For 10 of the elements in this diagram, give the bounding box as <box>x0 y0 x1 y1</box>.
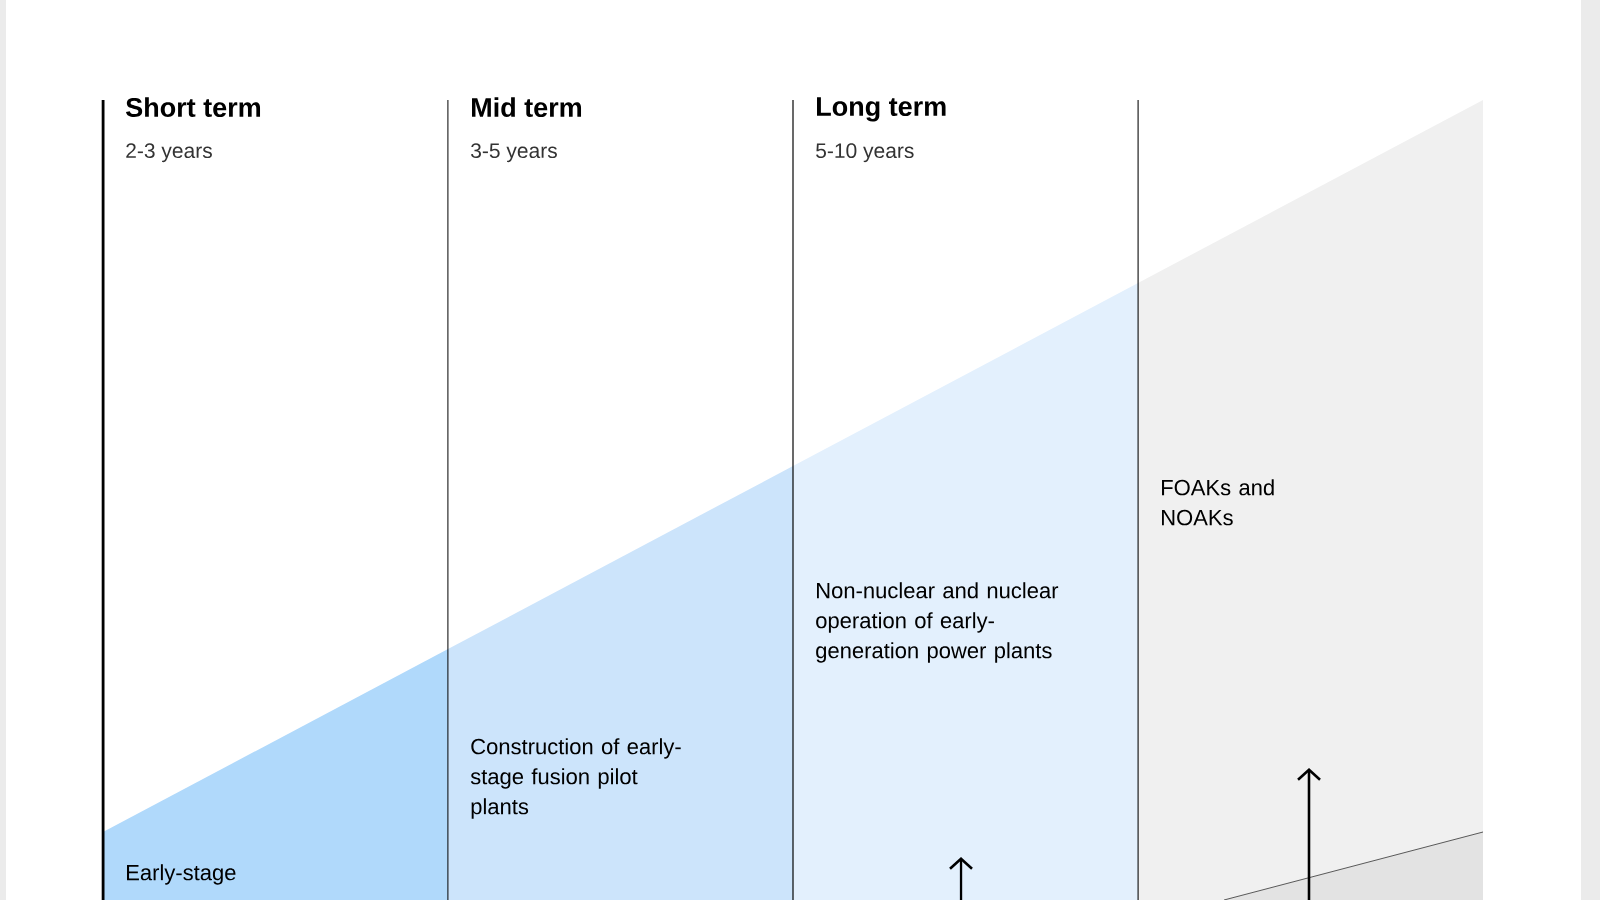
column-heading: Long term <box>817 97 946 122</box>
column-heading: Mid term <box>472 97 581 118</box>
stage-description: FOAKs and NOAKs <box>1162 479 1274 526</box>
column-heading: Short term <box>126 97 260 118</box>
duration-label: 5-10 years <box>816 143 914 163</box>
stage-description: Non-nuclear and nuclear operation of early-generation power plants <box>816 582 1059 663</box>
duration-label: 3-5 years <box>471 143 557 163</box>
stage-description: Early-stage <box>127 864 236 885</box>
stage-description: Construction of early-stage fusion pilot plants <box>470 738 681 819</box>
duration-label: 2-3 years <box>126 143 212 163</box>
